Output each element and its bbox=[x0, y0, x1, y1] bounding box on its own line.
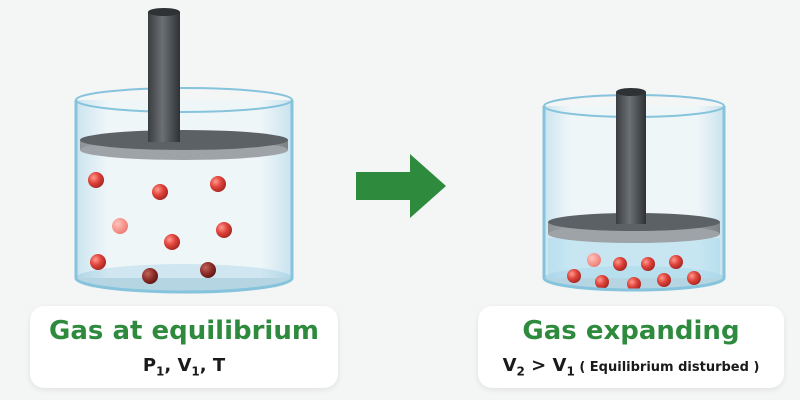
gas-molecule bbox=[164, 234, 180, 250]
formula-subscript: 1 bbox=[156, 364, 165, 379]
formula-subscript: 2 bbox=[516, 364, 525, 379]
gas-molecule bbox=[613, 257, 627, 271]
right-caption-card: Gas expanding V2 > V1 ( Equilibrium dist… bbox=[478, 306, 784, 388]
gas-molecule bbox=[216, 222, 232, 238]
right-caption-title: Gas expanding bbox=[522, 316, 740, 346]
left-caption-title: Gas at equilibrium bbox=[49, 316, 319, 346]
formula-separator: , bbox=[164, 355, 178, 376]
gas-molecule bbox=[641, 257, 655, 271]
left-cylinder bbox=[74, 8, 294, 294]
right-arrow-icon bbox=[356, 154, 446, 218]
formula-subscript: 1 bbox=[566, 364, 575, 379]
gas-molecule bbox=[595, 275, 609, 289]
gas-molecule bbox=[669, 255, 683, 269]
formula-separator: , bbox=[199, 355, 213, 376]
gas-molecule bbox=[88, 172, 104, 188]
gas-molecule bbox=[152, 184, 168, 200]
left-cylinder-body bbox=[76, 100, 292, 278]
gas-molecule bbox=[567, 269, 581, 283]
left-piston-top bbox=[80, 130, 288, 150]
gas-molecule bbox=[210, 176, 226, 192]
gas-molecule bbox=[142, 268, 158, 284]
gas-molecule bbox=[112, 218, 128, 234]
right-piston-rod bbox=[616, 92, 646, 224]
left-piston-rod bbox=[148, 12, 180, 142]
formula-symbol: P bbox=[142, 355, 157, 376]
formula-symbol: V bbox=[502, 355, 517, 376]
formula-symbol: T bbox=[212, 355, 226, 376]
gas-molecule bbox=[627, 277, 641, 291]
gas-molecule bbox=[587, 253, 601, 267]
formula-operator: > bbox=[524, 355, 553, 376]
left-caption-formula: P1, V1, T bbox=[30, 352, 338, 386]
left-caption-card: Gas at equilibrium P1, V1, T bbox=[30, 306, 338, 388]
gas-molecule bbox=[687, 271, 701, 285]
formula-note: ( Equilibrium disturbed ) bbox=[574, 360, 760, 375]
formula-symbol: V bbox=[177, 355, 192, 376]
formula-subscript: 1 bbox=[191, 364, 200, 379]
gas-molecule bbox=[90, 254, 106, 270]
gas-molecule bbox=[200, 262, 216, 278]
right-caption-formula: V2 > V1 ( Equilibrium disturbed ) bbox=[478, 352, 784, 386]
right-cylinder bbox=[542, 88, 726, 292]
gas-molecule bbox=[657, 273, 671, 287]
formula-symbol: V bbox=[552, 355, 567, 376]
